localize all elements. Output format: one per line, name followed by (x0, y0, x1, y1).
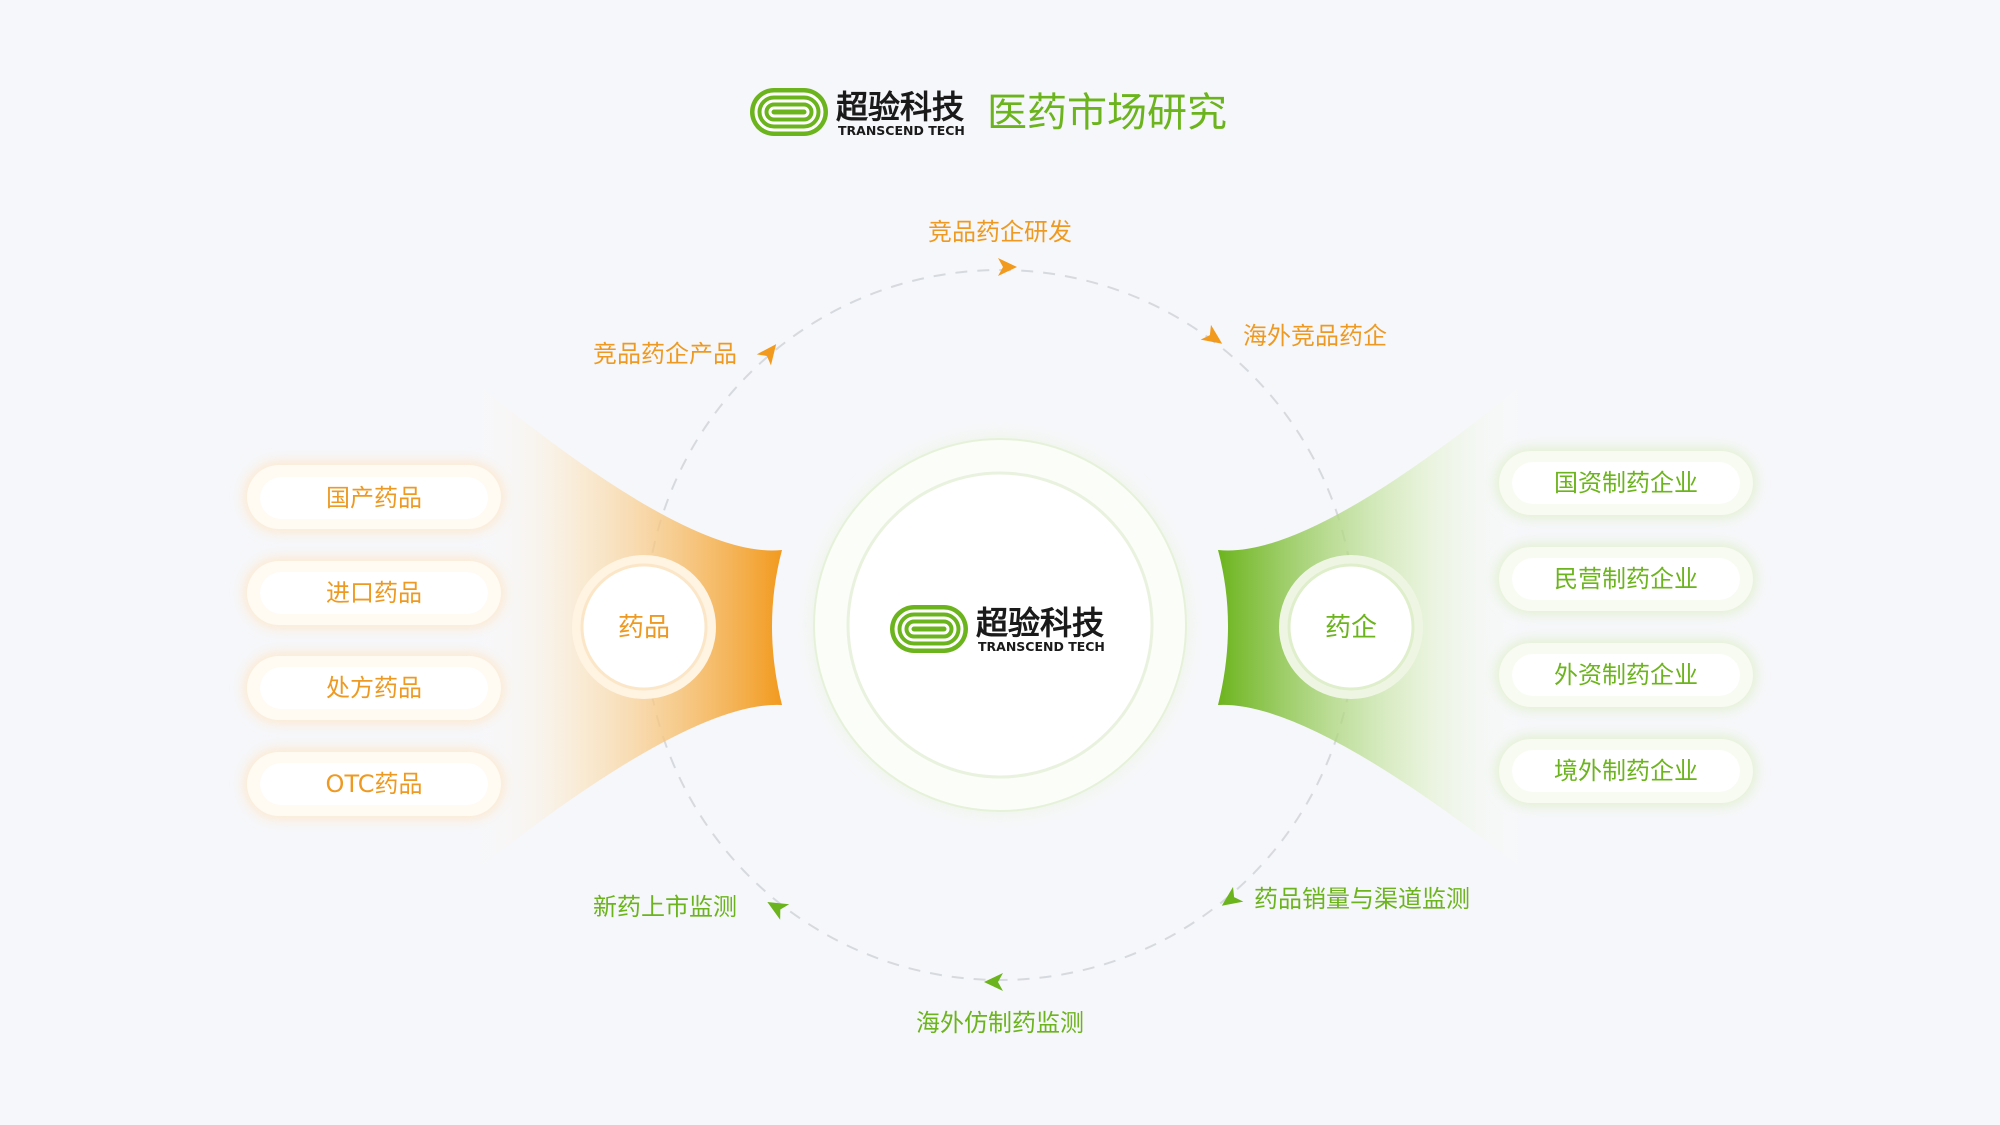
page-title: 医药市场研究 (987, 90, 1227, 136)
right-hub: 药企 (1279, 555, 1423, 699)
cycle-label-top-right: 海外竞品药企 (1243, 322, 1387, 350)
center-brand-en: TRANSCEND TECH (978, 639, 1105, 654)
left-hub: 药品 (572, 555, 716, 699)
left-item-list: 国产药品 进口药品 处方药品 OTC药品 (244, 462, 504, 819)
list-item: 境外制药企业 (1496, 736, 1756, 806)
left-item-label: OTC药品 (326, 770, 423, 798)
right-item-label: 境外制药企业 (1554, 757, 1698, 785)
right-item-label: 民营制药企业 (1554, 565, 1698, 593)
brand-name-en: TRANSCEND TECH (838, 123, 965, 138)
right-item-label: 国资制药企业 (1554, 469, 1698, 497)
center-logo-icon (890, 605, 968, 653)
left-item-label: 国产药品 (326, 484, 422, 512)
cycle-label-top: 竞品药企研发 (928, 218, 1072, 246)
list-item: OTC药品 (244, 749, 504, 819)
brand-logo-icon (750, 88, 828, 136)
left-item-label: 处方药品 (326, 674, 422, 702)
list-item: 外资制药企业 (1496, 640, 1756, 710)
list-item: 民营制药企业 (1496, 544, 1756, 614)
left-hub-label: 药品 (618, 613, 670, 643)
arrow-icon (756, 344, 777, 366)
list-item: 进口药品 (244, 558, 504, 628)
cycle-label-top-left: 竞品药企产品 (593, 340, 737, 368)
right-hub-label: 药企 (1325, 613, 1377, 643)
arrow-icon (984, 973, 1003, 991)
cycle-label-bottom-left: 新药上市监测 (593, 893, 737, 921)
center-hub: 超验科技 TRANSCEND TECH (812, 437, 1188, 813)
arrow-icon (1221, 886, 1244, 906)
right-item-label: 外资制药企业 (1554, 661, 1698, 689)
brand-name-cn: 超验科技 (836, 88, 964, 126)
arrow-icon (998, 258, 1017, 276)
list-item: 国产药品 (244, 462, 504, 532)
cycle-labels: 竞品药企研发 海外竞品药企 竞品药企产品 海外仿制药监测 药品销量与渠道监测 新… (593, 218, 1470, 1037)
list-item: 处方药品 (244, 653, 504, 723)
right-item-list: 国资制药企业 民营制药企业 外资制药企业 境外制药企业 (1496, 448, 1756, 806)
cycle-label-bottom-right: 药品销量与渠道监测 (1254, 885, 1470, 913)
header: 超验科技 TRANSCEND TECH 医药市场研究 (750, 88, 1227, 138)
list-item: 国资制药企业 (1496, 448, 1756, 518)
center-brand-cn: 超验科技 (976, 604, 1104, 642)
arrow-icon (767, 902, 790, 920)
cycle-label-bottom: 海外仿制药监测 (916, 1009, 1084, 1037)
cycle-arrows (756, 258, 1244, 991)
left-item-label: 进口药品 (326, 579, 422, 607)
arrow-icon (1200, 324, 1223, 344)
